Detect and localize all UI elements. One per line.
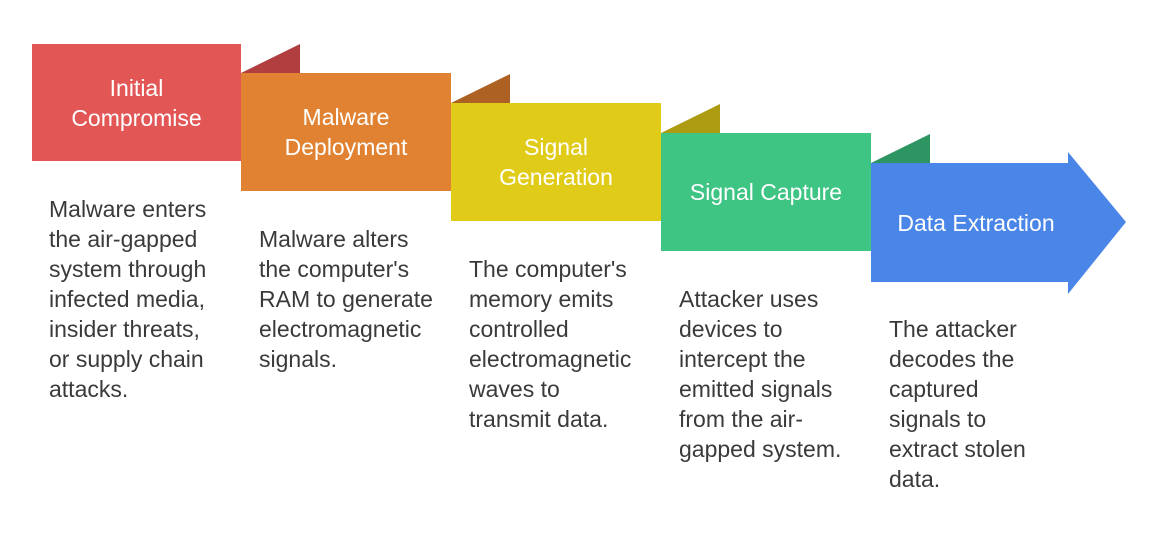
step-2-box <box>241 73 451 191</box>
step-3-box <box>451 103 661 221</box>
step-4-title: Signal Capture <box>689 179 843 205</box>
step-3-title: Signal Generation <box>499 134 613 190</box>
step-1-box <box>32 44 241 161</box>
step-4-fold <box>871 134 930 163</box>
step-1-description: Malware enters the air-gapped system thr… <box>49 196 207 402</box>
step-5-title: Data Extraction <box>897 209 1055 236</box>
step-3-description: The computer's memory emits controlled e… <box>469 256 632 432</box>
step-2-fold <box>451 74 510 103</box>
step-1-fold <box>241 44 300 73</box>
step-5-description: The attacker decodes the captured signal… <box>889 316 1026 492</box>
step-1-title: Initial Compromise <box>71 74 202 131</box>
step-2-title: Malware Deployment <box>284 104 408 160</box>
step-5-arrow <box>871 152 1126 294</box>
step-4-description: Attacker uses devices to intercept the e… <box>679 286 842 462</box>
step-2-description: Malware alters the computer's RAM to gen… <box>259 226 433 372</box>
step-4-box <box>661 133 871 251</box>
step-3-fold <box>661 104 720 133</box>
